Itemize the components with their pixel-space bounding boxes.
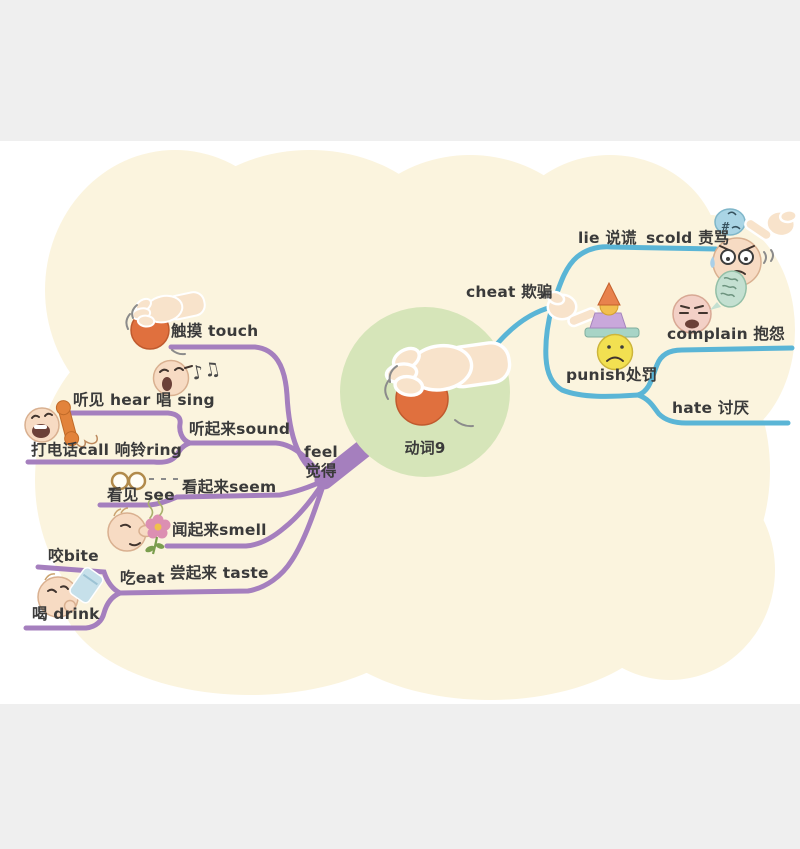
- svg-text:#: #: [721, 220, 730, 233]
- node-see: 看见 see: [107, 486, 175, 504]
- node-bite: 咬bite: [48, 547, 99, 565]
- node-drink: 喝 drink: [32, 605, 100, 623]
- node-smell: 闻起来smell: [172, 521, 267, 539]
- node-call-ring: 打电话call 响铃ring: [31, 441, 183, 459]
- node-hear-sing: 听见 hear 唱 sing: [73, 391, 215, 409]
- node-cheat: cheat 欺骗: [466, 283, 553, 301]
- flower-icon: [145, 514, 171, 555]
- complain-icon: [672, 270, 747, 334]
- node-scold: scold 责骂: [646, 229, 730, 247]
- node-complain: complain 抱怨: [667, 325, 785, 343]
- punished-sad-face-icon: [596, 333, 634, 371]
- node-lie: lie 说谎: [578, 229, 637, 247]
- feel-en: feel: [304, 443, 338, 461]
- complaint-bubble-icon: [715, 270, 747, 308]
- node-taste: 尝起来 taste: [170, 564, 269, 582]
- swearing-bubble-icon: #: [714, 208, 746, 236]
- complaining-face-icon: [672, 294, 712, 334]
- feel-zh: 觉得: [305, 462, 337, 480]
- node-seem: 看起来seem: [182, 478, 277, 496]
- drink-baby-icon: [37, 567, 104, 618]
- root-node-label: 动词9: [404, 439, 446, 457]
- phone-call-face-icon: [24, 400, 98, 448]
- center-node: [340, 307, 511, 477]
- node-punish: punish处罚: [566, 366, 658, 384]
- node-sound: 听起来sound: [189, 420, 291, 438]
- punish-icon: [548, 281, 640, 371]
- touch-hand-ball-icon: [125, 286, 206, 356]
- singing-face-icon: ♪♫: [152, 357, 223, 397]
- node-eat: 吃eat: [120, 569, 165, 587]
- node-touch: 触摸 touch: [171, 322, 259, 340]
- hand-touching-ball-icon: [385, 334, 511, 428]
- node-feel: feel 觉得: [299, 443, 343, 481]
- smell-baby-flower-icon: [107, 495, 171, 555]
- node-hate: hate 讨厌: [672, 399, 750, 417]
- glasses-icon: [110, 471, 179, 491]
